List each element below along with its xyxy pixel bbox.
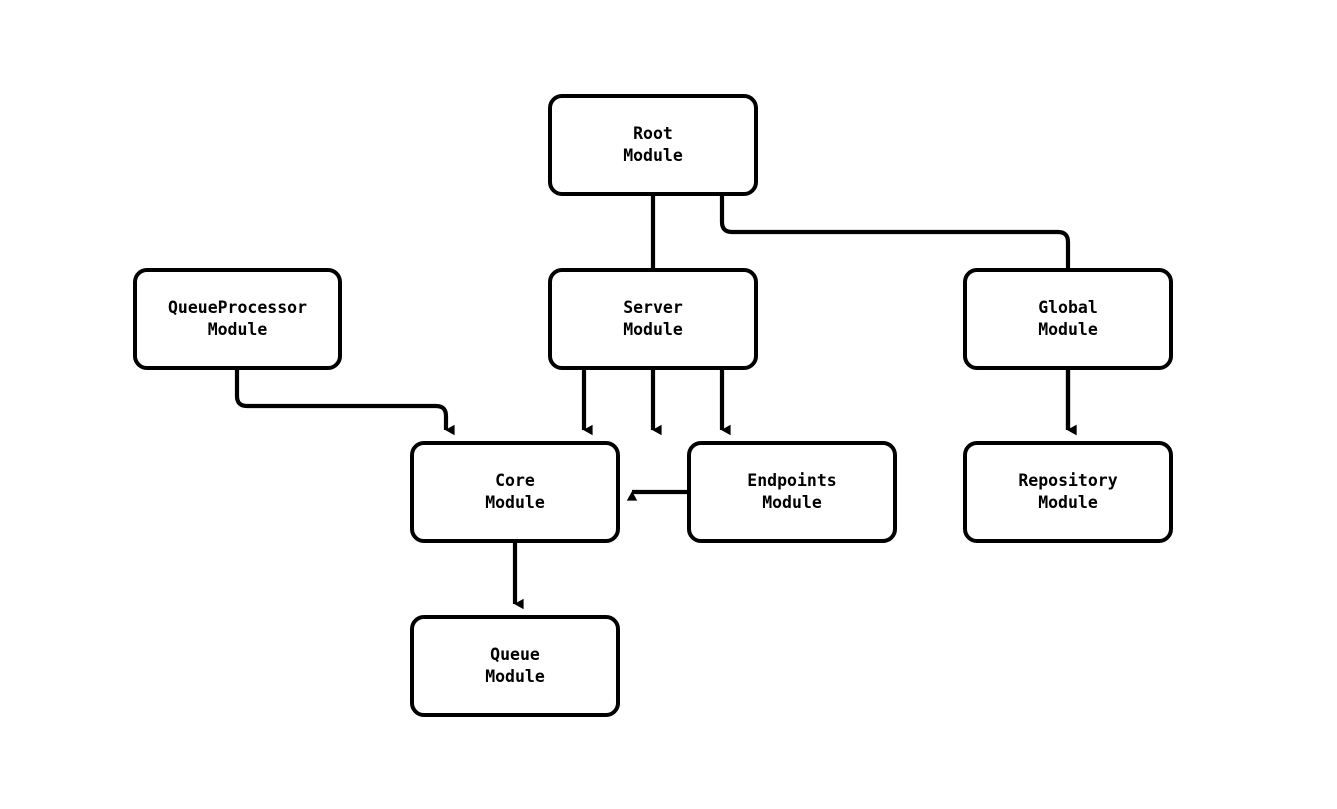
node-server-module-label-line1: Server (623, 298, 683, 317)
node-queue-module-label-line2: Module (485, 667, 545, 686)
node-endpoints-module-label-line2: Module (762, 493, 822, 512)
node-endpoints-module-label-line1: Endpoints (747, 471, 837, 490)
node-server-module-label-line2: Module (623, 320, 683, 339)
node-endpoints-module[interactable]: Endpoints Module (687, 441, 897, 543)
node-queueprocessor-module-label-line2: Module (207, 320, 268, 339)
node-repository-module-label-line2: Module (1038, 493, 1098, 512)
node-core-module-label-line1: Core (495, 471, 535, 490)
node-core-module-label-line2: Module (485, 493, 545, 512)
node-global-module-label-line1: Global (1038, 298, 1098, 317)
node-queueprocessor-module-label-line1: QueueProcessor (167, 298, 308, 317)
node-root-module-label-line2: Module (623, 146, 683, 165)
node-global-module-label-line2: Module (1038, 320, 1098, 339)
node-root-module[interactable]: Root Module (548, 94, 758, 196)
node-queue-module[interactable]: Queue Module (410, 615, 620, 717)
node-queueprocessor-module[interactable]: QueueProcessor Module (133, 268, 342, 370)
node-core-module[interactable]: Core Module (410, 441, 620, 543)
node-repository-module-label-line1: Repository (1018, 471, 1118, 490)
node-queue-module-label-line1: Queue (490, 645, 540, 664)
node-global-module[interactable]: Global Module (963, 268, 1173, 370)
node-repository-module[interactable]: Repository Module (963, 441, 1173, 543)
node-server-module[interactable]: Server Module (548, 268, 758, 370)
node-root-module-label-line1: Root (633, 124, 673, 143)
edge-queueprocessor-to-core (234, 370, 455, 436)
